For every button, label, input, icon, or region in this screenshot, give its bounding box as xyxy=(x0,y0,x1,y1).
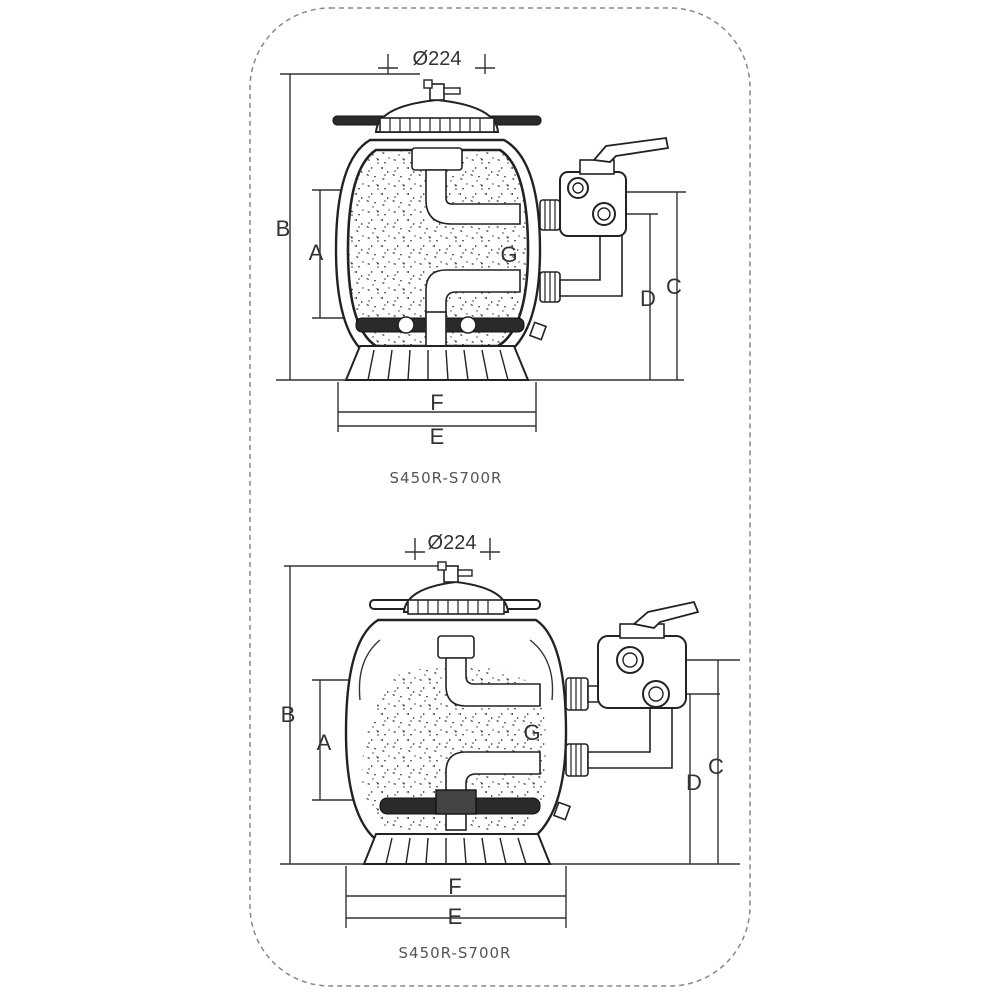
tank-media xyxy=(361,667,548,830)
dimension-a-label: A xyxy=(309,240,324,265)
dimension-d-label: D xyxy=(686,770,702,795)
dimension-b-label: B xyxy=(276,216,291,241)
tank-base xyxy=(362,833,552,865)
dimension-e-label: E xyxy=(430,424,445,449)
diameter-label: Ø224 xyxy=(413,48,462,70)
dimension-d-label: D xyxy=(640,286,656,311)
dashed-frame xyxy=(249,7,751,987)
multiport-valve xyxy=(597,600,700,709)
drain-plug xyxy=(552,801,572,821)
lid-clamp-ring xyxy=(407,599,505,615)
filter-diagram-bottom: Ø224 B A G D C F E S450R-S700R xyxy=(280,532,740,962)
top-collector xyxy=(411,147,463,171)
air-vent-valve xyxy=(423,79,461,101)
dimension-g-label: G xyxy=(523,720,540,745)
drain-plug xyxy=(528,321,548,341)
model-caption: S450R-S700R xyxy=(390,469,503,487)
dimension-a-label: A xyxy=(317,730,332,755)
diameter-label: Ø224 xyxy=(428,532,477,554)
dimension-c-label: C xyxy=(708,754,724,779)
filter-diagram-top: Ø224 B A G D C F E S450R-S700R xyxy=(276,48,686,487)
dimension-g-label: G xyxy=(500,242,517,267)
dimension-b-label: B xyxy=(281,702,296,727)
dimension-f-label: F xyxy=(448,874,461,899)
air-vent-valve xyxy=(437,561,473,583)
multiport-valve xyxy=(559,136,670,237)
lid-clamp-ring xyxy=(379,117,495,133)
top-collector xyxy=(437,635,475,659)
dimension-e-label: E xyxy=(448,904,463,929)
dimension-f-label: F xyxy=(430,390,443,415)
model-caption: S450R-S700R xyxy=(399,944,512,962)
dimension-c-label: C xyxy=(666,274,682,299)
